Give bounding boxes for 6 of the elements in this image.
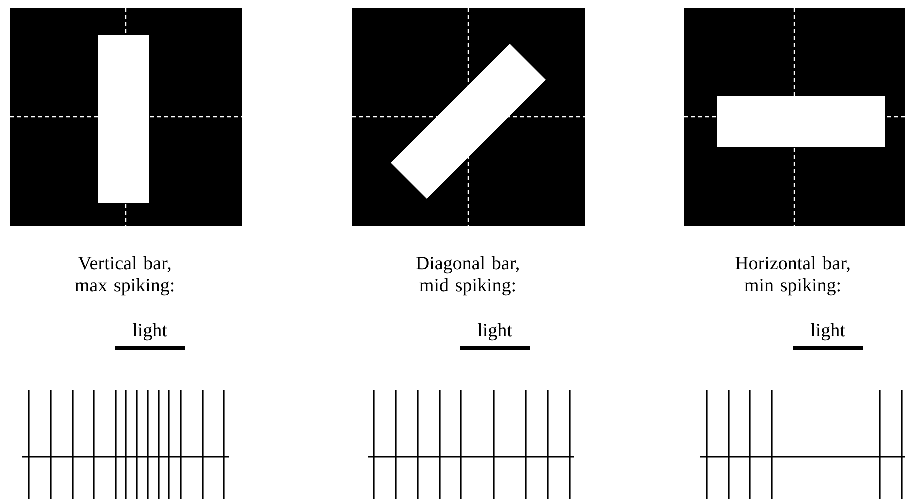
stimulus-label: light — [478, 323, 512, 341]
caption: Vertical bar, max spiking: — [75, 256, 174, 296]
stimulus-label: light — [132, 323, 168, 341]
stimulus-label: light — [810, 323, 846, 341]
caption: Horizontal bar, min spiking: — [736, 256, 850, 296]
caption: Diagonal bar, mid spiking: — [416, 256, 519, 296]
